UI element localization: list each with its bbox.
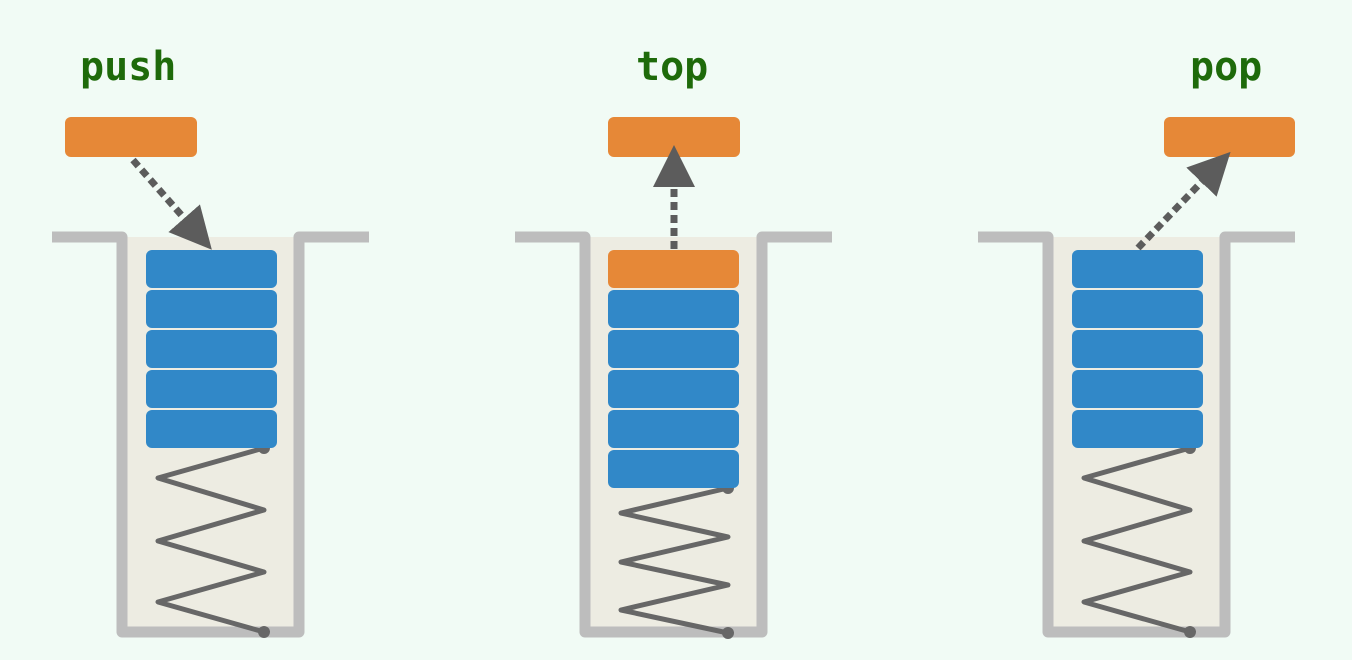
stack-element	[608, 290, 739, 328]
stack-element	[608, 450, 739, 488]
stack-element	[608, 410, 739, 448]
popped-element	[1164, 117, 1295, 157]
peeked-element	[608, 117, 740, 157]
pop-arrow	[1135, 151, 1231, 251]
push-arrow	[130, 157, 212, 250]
stack-element	[146, 330, 277, 368]
stack-element	[146, 290, 277, 328]
stack-element	[1072, 290, 1203, 328]
stack-element	[146, 250, 277, 288]
push-label: push	[80, 44, 176, 90]
top-panel: top	[515, 44, 832, 639]
stack-element	[1072, 410, 1203, 448]
stack-element	[1072, 330, 1203, 368]
stack-element	[1072, 250, 1203, 288]
stack-blocks	[146, 250, 277, 448]
stack-element	[608, 370, 739, 408]
pushed-element	[65, 117, 197, 157]
stack-blocks	[608, 250, 739, 488]
stack-element	[146, 410, 277, 448]
pop-panel: pop	[978, 44, 1295, 638]
stack-element	[1072, 370, 1203, 408]
stack-blocks	[1072, 250, 1203, 448]
top-label: top	[636, 44, 708, 90]
stack-element	[146, 370, 277, 408]
top-element	[608, 250, 739, 288]
pop-label: pop	[1190, 44, 1262, 90]
stack-element	[608, 330, 739, 368]
push-panel: push	[52, 44, 369, 638]
